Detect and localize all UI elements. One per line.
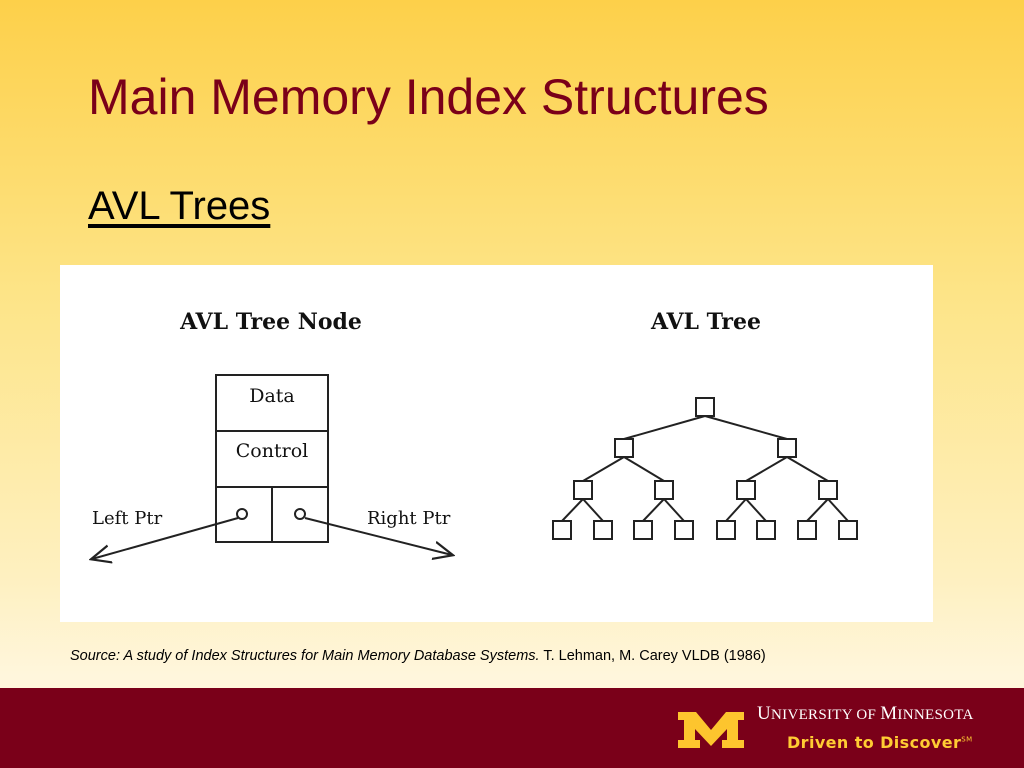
node-diagram-title: AVL Tree Node [179,309,362,335]
caption-authors: T. Lehman, M. Carey VLDB (1986) [539,648,766,664]
tree-edge [642,498,665,522]
caption-source-title: Source: A study of Index Structures for … [70,648,540,664]
tree-edge [827,498,849,522]
source-caption: Source: A study of Index Structures for … [70,648,766,664]
university-name: UNIVERSITY OF MINNESOTA [757,703,974,724]
right-pointer-dot [294,508,306,520]
slide-subtitle: AVL Trees [88,184,271,228]
tree-node [674,520,694,540]
control-field-label: Control [236,440,308,462]
tree-node [756,520,776,540]
tree-edge [786,456,829,482]
figure-panel: AVL Tree Node Data Control Left Ptr Righ… [60,265,933,622]
tree-edge [725,498,747,522]
tree-node [736,480,756,500]
tree-edge [663,498,685,522]
tree-diagram-title: AVL Tree [650,309,761,335]
tagline: Driven to DiscoverSM [787,733,973,752]
tree-edge [704,415,788,440]
left-pointer-label: Left Ptr [92,508,163,529]
block-m-logo-icon [678,712,744,748]
tree-edge [745,456,788,482]
tree-node [695,397,715,417]
data-field-label: Data [249,385,295,407]
left-pointer-arrow [92,517,239,559]
tree-edge [623,456,665,482]
data-field-box [215,374,329,432]
tree-node [777,438,797,458]
avl-node-diagram: AVL Tree Node Data Control Left Ptr Righ… [92,309,452,559]
tree-edge [623,415,706,440]
tree-node [838,520,858,540]
tree-edge [582,456,625,482]
tree-node [716,520,736,540]
tree-node [552,520,572,540]
tree-node [633,520,653,540]
tree-node [654,480,674,500]
avl-figure: AVL Tree Node Data Control Left Ptr Righ… [60,309,858,622]
tree-edge [745,498,767,522]
tree-edge [561,498,584,522]
right-pointer-label: Right Ptr [367,508,451,529]
tree-node [818,480,838,500]
tree-node [593,520,613,540]
left-pointer-dot [236,508,248,520]
tree-node [614,438,634,458]
slide-title: Main Memory Index Structures [88,69,769,125]
tree-edge [582,498,604,522]
tree-edge [806,498,829,522]
tree-node [573,480,593,500]
tree-node [797,520,817,540]
footer-bar [0,688,1024,768]
control-field-box [215,430,329,488]
avl-tree-diagram: AVL Tree [552,309,858,540]
right-pointer-arrow [304,517,452,555]
